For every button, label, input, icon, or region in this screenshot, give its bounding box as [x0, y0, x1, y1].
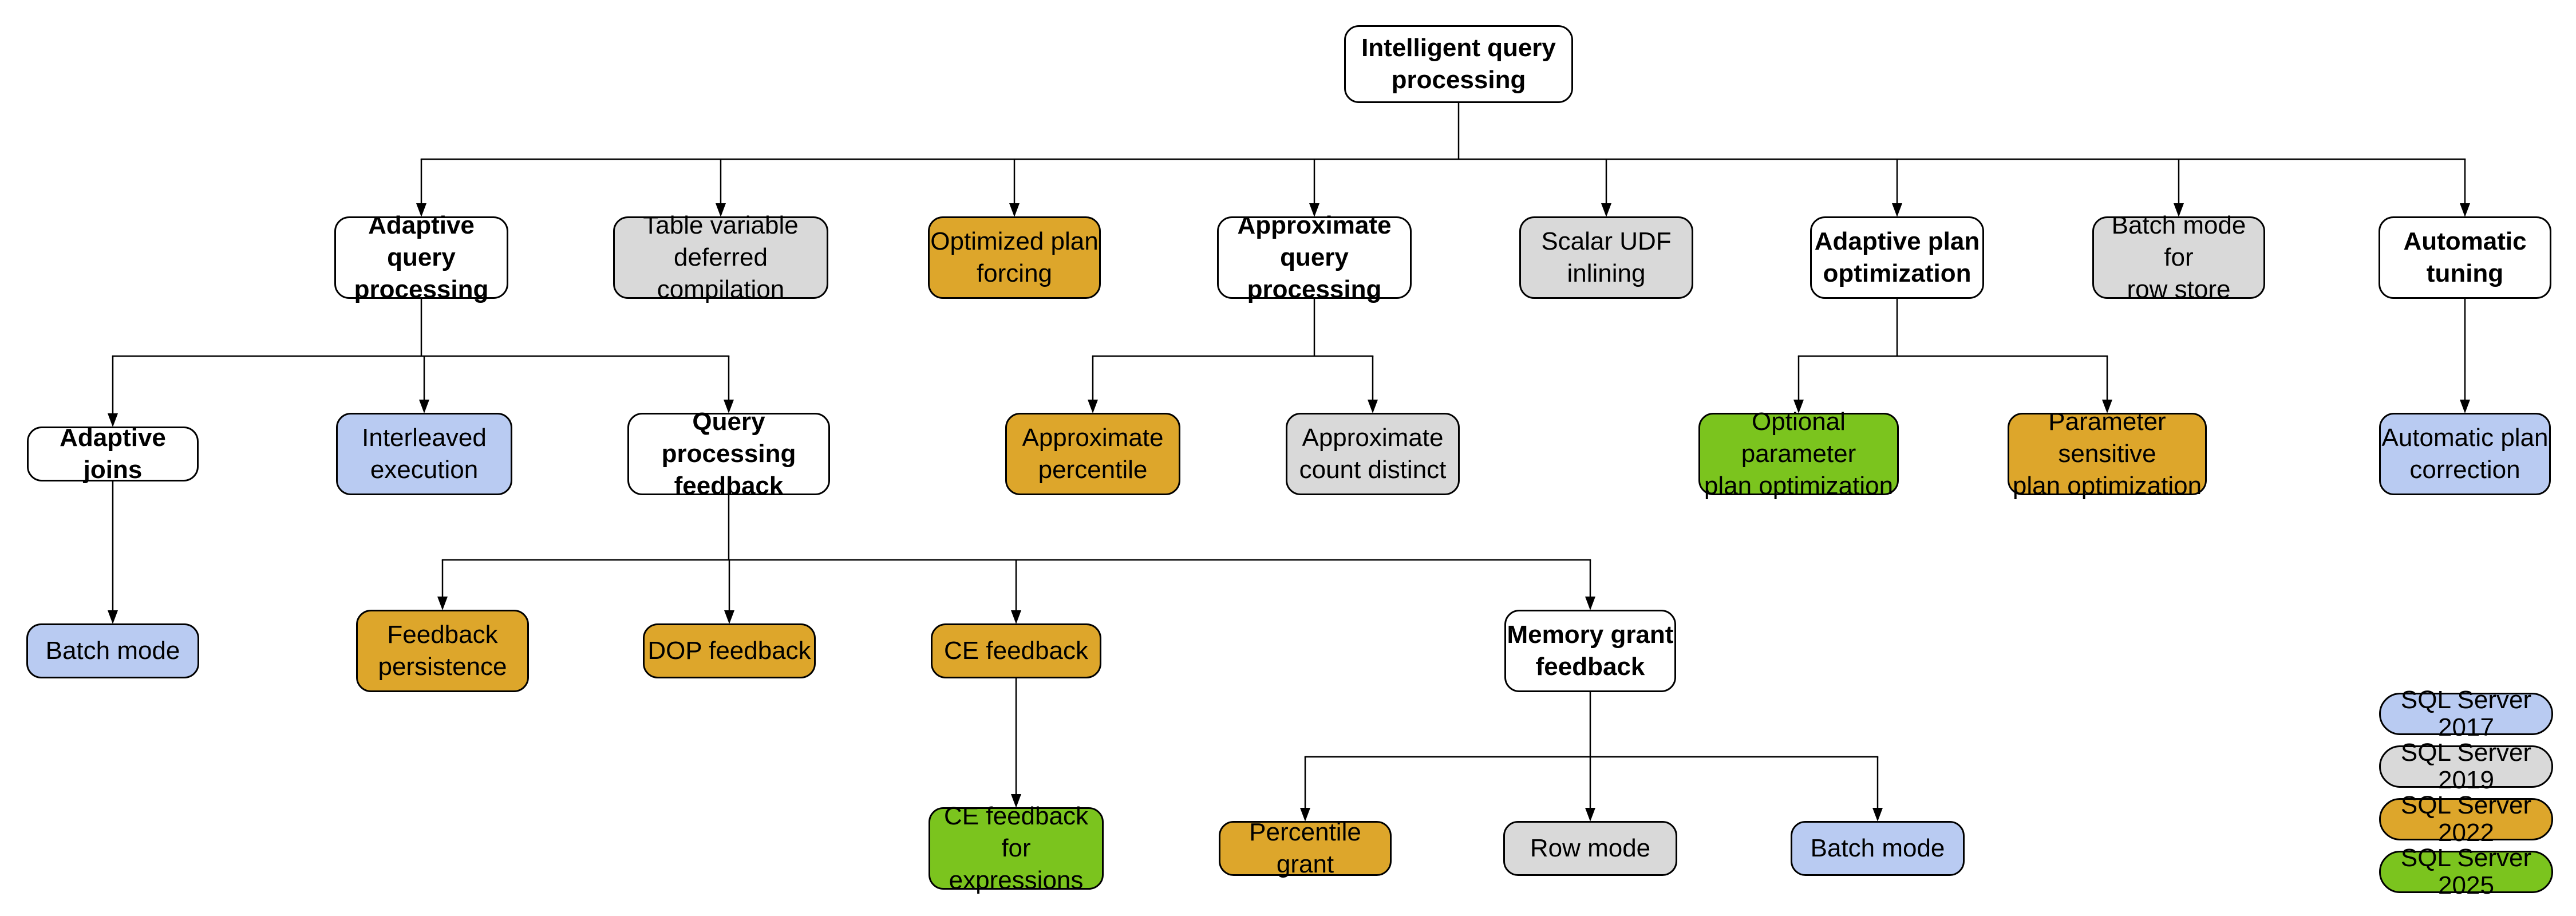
node-label: Feedback persistence [378, 621, 507, 681]
node-label: Parameter sensitive plan optimization [2012, 408, 2202, 500]
node-label: Automatic tuning [2403, 227, 2527, 287]
node-query-processing-feedback: Query processing feedback [627, 408, 830, 500]
node-label: CE feedback for expressions [944, 802, 1088, 894]
arrowhead [1601, 203, 1611, 217]
node-ce-feedback: CE feedback [931, 623, 1101, 678]
arrowhead [724, 610, 734, 624]
arrowhead [1011, 794, 1021, 808]
node-batch-mode-adaptive-joins: Batch mode [26, 623, 199, 678]
node-adaptive-plan-optimization: Adaptive plan optimization [1810, 216, 1984, 299]
arrowhead [437, 597, 448, 610]
arrowhead [419, 400, 429, 413]
node-adaptive-query-processing: Adaptive query processing [334, 211, 508, 303]
node-label: Query processing feedback [661, 408, 796, 500]
arrowhead [716, 203, 726, 217]
node-label: Scalar UDF inlining [1541, 227, 1672, 287]
node-label: Approximate count distinct [1299, 424, 1447, 484]
arrowhead [1088, 400, 1098, 413]
node-label: Interleaved execution [362, 424, 487, 484]
arrowhead [2460, 203, 2470, 217]
legend-sql2017: SQL Server 2017 [2379, 686, 2553, 741]
node-intelligent-query-processing: Intelligent query processing [1344, 25, 1573, 103]
node-label: Adaptive joins [60, 424, 166, 484]
node-optimized-plan-forcing: Optimized plan forcing [928, 216, 1101, 299]
node-label: Percentile grant [1249, 818, 1361, 878]
arrowhead [1872, 808, 1883, 822]
node-table-variable-deferred-compilation: Table variable deferred compilation [613, 211, 828, 303]
arrowhead [416, 203, 426, 217]
node-label: Intelligent query processing [1361, 34, 1556, 94]
arrowhead [1309, 203, 1319, 217]
arrowhead [1368, 400, 1378, 413]
node-label: Approximate percentile [1022, 424, 1164, 484]
arrowhead [1011, 610, 1021, 624]
node-scalar-udf-inlining: Scalar UDF inlining [1519, 216, 1693, 299]
arrowhead [108, 610, 118, 624]
arrowhead [1009, 203, 1020, 217]
legend-label: SQL Server 2025 [2400, 844, 2532, 899]
node-feedback-persistence: Feedback persistence [356, 610, 529, 692]
node-adaptive-joins: Adaptive joins [27, 424, 199, 484]
node-label: Optional parameter plan optimization [1704, 408, 1894, 500]
node-label: Batch mode [1810, 834, 1945, 862]
node-batch-mode-memory-grant: Batch mode [1791, 821, 1965, 876]
arrowhead [2460, 400, 2470, 413]
arrowhead [724, 400, 734, 413]
node-label: Automatic plan correction [2381, 424, 2549, 484]
arrowhead [1585, 808, 1595, 822]
node-label: Table variable deferred compilation [643, 211, 799, 303]
node-label: Adaptive query processing [354, 211, 489, 303]
arrowhead [1300, 808, 1310, 822]
arrowhead [1793, 400, 1804, 413]
node-label: Optimized plan forcing [930, 227, 1099, 287]
node-label: DOP feedback [647, 637, 811, 665]
node-batch-mode-for-row-store: Batch mode for row store [2092, 211, 2265, 303]
node-label: Memory grant feedback [1507, 621, 1674, 681]
node-ce-feedback-for-expressions: CE feedback for expressions [929, 802, 1104, 894]
arrowhead [2174, 203, 2184, 217]
node-optional-parameter-plan-optimization: Optional parameter plan optimization [1698, 408, 1899, 500]
arrowhead [1585, 597, 1595, 610]
arrowhead [1892, 203, 1902, 217]
arrowhead [2102, 400, 2112, 413]
node-label: Batch mode [45, 637, 180, 665]
legend-sql2022: SQL Server 2022 [2379, 792, 2553, 847]
node-approximate-percentile: Approximate percentile [1005, 413, 1180, 495]
node-label: Approximate query processing [1237, 211, 1392, 303]
node-memory-grant-feedback: Memory grant feedback [1504, 610, 1676, 692]
arrowhead [108, 413, 118, 427]
legend-label: SQL Server 2022 [2400, 791, 2532, 847]
node-parameter-sensitive-plan-optimization: Parameter sensitive plan optimization [2008, 408, 2207, 500]
node-automatic-plan-correction: Automatic plan correction [2379, 413, 2551, 495]
node-label: CE feedback [944, 637, 1088, 665]
node-label: Batch mode for row store [2111, 211, 2246, 303]
legend-sql2019: SQL Server 2019 [2379, 739, 2553, 794]
node-approximate-query-processing: Approximate query processing [1217, 211, 1412, 303]
node-row-mode: Row mode [1503, 821, 1677, 876]
node-label: Row mode [1530, 834, 1651, 862]
legend-label: SQL Server 2017 [2400, 686, 2532, 741]
node-dop-feedback: DOP feedback [643, 623, 816, 678]
node-interleaved-execution: Interleaved execution [336, 413, 512, 495]
node-label: Adaptive plan optimization [1814, 227, 1980, 287]
node-automatic-tuning: Automatic tuning [2379, 216, 2551, 299]
legend-label: SQL Server 2019 [2400, 739, 2532, 794]
node-percentile-grant: Percentile grant [1219, 818, 1392, 878]
node-approximate-count-distinct: Approximate count distinct [1286, 413, 1460, 495]
legend-sql2025: SQL Server 2025 [2379, 844, 2553, 899]
